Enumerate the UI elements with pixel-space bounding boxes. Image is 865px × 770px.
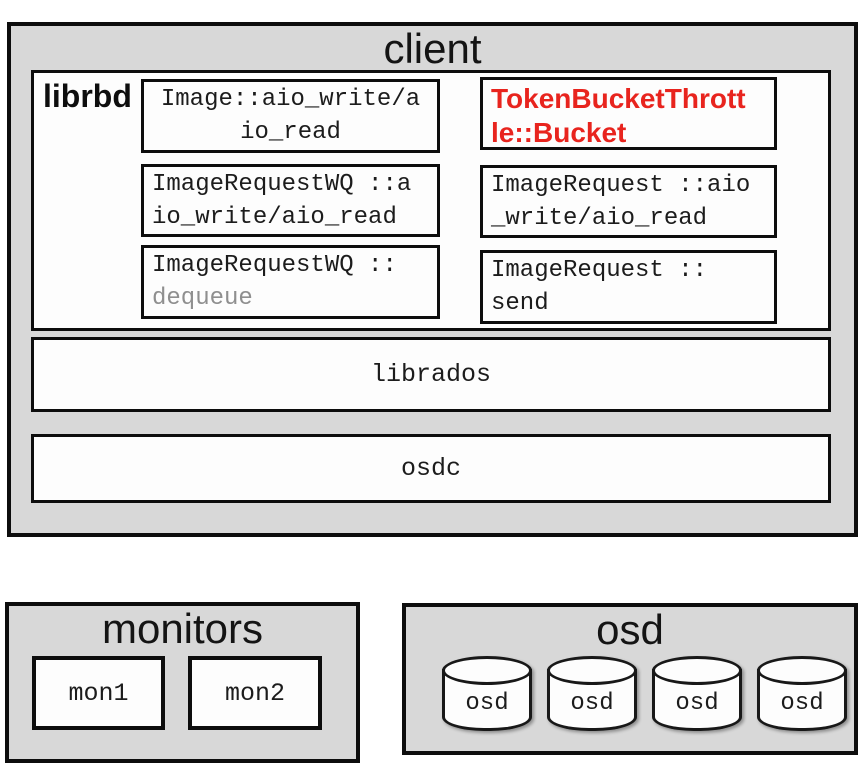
osd-cylinder-1: osd <box>442 656 532 734</box>
osdc-layer: osdc <box>31 434 831 503</box>
node-image-aio-write-read: Image::aio_write/a io_read <box>141 79 440 153</box>
librbd-layer: librbd Image::aio_write/a io_read ImageR… <box>31 70 831 331</box>
node-text-line: ImageRequest :: <box>491 257 708 284</box>
librados-layer: librados <box>31 337 831 412</box>
node-text-line: ImageRequestWQ :: <box>152 252 397 279</box>
node-text-line: ImageRequestWQ ::a <box>152 171 412 198</box>
mon2-label: mon2 <box>224 678 285 708</box>
node-text-line: _write/aio_read <box>491 205 708 232</box>
osd-title: osd <box>596 606 664 653</box>
node-text-line: io_write/aio_read <box>152 204 397 231</box>
osdc-label: osdc <box>400 454 461 483</box>
osd-cylinder-label: osd <box>570 690 614 717</box>
cylinder-top-ellipse <box>547 656 637 685</box>
node-imagerequestwq-dequeue: ImageRequestWQ :: dequeue <box>141 245 440 319</box>
node-imagerequest-send: ImageRequest :: send <box>480 250 777 324</box>
node-text-line: ImageRequest ::aio <box>491 172 751 199</box>
node-text-line: send <box>491 290 549 317</box>
node-text-line: Image::aio_write/a <box>160 86 421 113</box>
node-text-line: le::Bucket <box>491 117 627 148</box>
node-imagerequest-aio-write-read: ImageRequest ::aio _write/aio_read <box>480 165 777 238</box>
osd-panel: osd osd osd osd osd <box>402 603 858 755</box>
osd-cylinder-label: osd <box>780 690 824 717</box>
cylinder-top-ellipse <box>652 656 742 685</box>
monitors-title: monitors <box>101 605 264 652</box>
cylinder-top-ellipse <box>757 656 847 685</box>
librbd-label: librbd <box>43 78 132 114</box>
node-imagerequestwq-aio-write-read: ImageRequestWQ ::a io_write/aio_read <box>141 164 440 237</box>
node-mon2: mon2 <box>188 656 322 730</box>
node-text-line: TokenBucketThrott <box>491 83 746 114</box>
mon1-label: mon1 <box>68 678 129 708</box>
node-text-line-muted: dequeue <box>152 285 253 312</box>
client-panel: client librbd Image::aio_write/a io_read… <box>7 22 858 537</box>
client-title: client <box>383 25 482 72</box>
osd-cylinder-2: osd <box>547 656 637 734</box>
osd-cylinder-3: osd <box>652 656 742 734</box>
node-text-line: io_read <box>240 119 341 146</box>
monitors-panel: monitors mon1 mon2 <box>5 602 360 763</box>
node-mon1: mon1 <box>32 656 165 730</box>
osd-cylinder-label: osd <box>675 690 719 717</box>
node-tokenbucketthrottle-bucket: TokenBucketThrott le::Bucket <box>480 77 777 150</box>
cylinder-top-ellipse <box>442 656 532 685</box>
librados-label: librados <box>370 360 492 389</box>
osd-cylinder-4: osd <box>757 656 847 734</box>
osd-cylinder-label: osd <box>465 690 509 717</box>
